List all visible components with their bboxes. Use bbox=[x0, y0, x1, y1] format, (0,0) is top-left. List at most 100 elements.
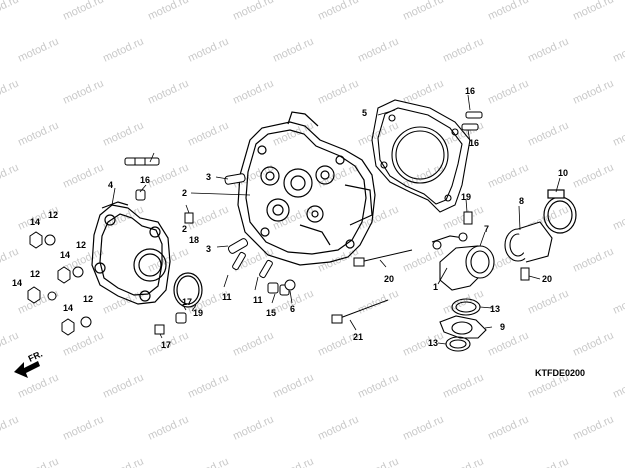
callout-14: 14 bbox=[30, 217, 40, 227]
flange-bolt bbox=[463, 211, 530, 281]
leader-lines bbox=[111, 94, 561, 345]
callout-16: 16 bbox=[469, 138, 479, 148]
watermark-text: motod.ru bbox=[571, 329, 615, 358]
watermark-text: motod.ru bbox=[486, 0, 530, 23]
watermark-text: motod.ru bbox=[611, 287, 625, 316]
o-ring bbox=[173, 272, 203, 308]
front-direction-label: FR. bbox=[27, 349, 44, 364]
callout-20: 20 bbox=[384, 274, 394, 284]
watermark-text: motod.ru bbox=[231, 77, 275, 106]
watermark-text: motod.ru bbox=[186, 371, 230, 400]
callout-1: 1 bbox=[433, 282, 438, 292]
front-direction-arrow: FR. bbox=[14, 349, 44, 378]
watermark-text: motod.ru bbox=[271, 371, 315, 400]
carburetor-insulator bbox=[431, 232, 495, 291]
watermark-text: motod.ru bbox=[401, 413, 445, 442]
callout-13: 13 bbox=[428, 338, 438, 348]
watermark-text: motod.ru bbox=[0, 329, 21, 358]
long-bolt bbox=[331, 249, 413, 324]
watermark-text: motod.ru bbox=[61, 0, 105, 23]
callout-16: 16 bbox=[465, 86, 475, 96]
watermark-text: motod.ru bbox=[146, 0, 190, 23]
watermark-text: motod.ru bbox=[61, 161, 105, 190]
stud-bolt bbox=[224, 173, 279, 294]
callout-13: 13 bbox=[490, 304, 500, 314]
watermark-text: motod.ru bbox=[441, 455, 485, 468]
callout-16: 16 bbox=[140, 175, 150, 185]
watermark-text: motod.ru bbox=[0, 245, 21, 274]
watermark-text: motod.ru bbox=[186, 35, 230, 64]
watermark-text: motod.ru bbox=[526, 119, 570, 148]
callout-12: 12 bbox=[48, 210, 58, 220]
watermark-text: motod.ru bbox=[611, 371, 625, 400]
watermark-text: motod.ru bbox=[146, 161, 190, 190]
watermark-text: motod.ru bbox=[231, 0, 275, 23]
cover-fasteners bbox=[27, 212, 296, 336]
watermark-text: motod.ru bbox=[526, 287, 570, 316]
callout-11: 11 bbox=[253, 295, 263, 305]
callout-20: 20 bbox=[542, 274, 552, 284]
watermark-text: motod.ru bbox=[186, 455, 230, 468]
watermark-text: motod.ru bbox=[486, 77, 530, 106]
watermark-text: motod.ru bbox=[0, 413, 21, 442]
watermark-text: motod.ru bbox=[101, 287, 145, 316]
watermark-text: motod.ru bbox=[271, 119, 315, 148]
watermark-text: motod.ru bbox=[146, 77, 190, 106]
watermark-text: motod.ru bbox=[0, 0, 21, 23]
callout-10: 10 bbox=[558, 168, 568, 178]
watermark-text: motod.ru bbox=[611, 203, 625, 232]
watermark-text: motod.ru bbox=[61, 77, 105, 106]
watermark-text: motod.ru bbox=[401, 77, 445, 106]
callout-8: 8 bbox=[519, 196, 524, 206]
watermark-text: motod.ru bbox=[401, 329, 445, 358]
watermark-text: motod.ru bbox=[16, 119, 60, 148]
watermark-text: motod.ru bbox=[186, 119, 230, 148]
watermark-text: motod.ru bbox=[101, 119, 145, 148]
watermark-text: motod.ru bbox=[356, 371, 400, 400]
callout-2: 2 bbox=[182, 188, 187, 198]
watermark-text: motod.ru bbox=[356, 455, 400, 468]
watermark-text: motod.ru bbox=[356, 35, 400, 64]
callout-11: 11 bbox=[222, 292, 232, 302]
callout-6: 6 bbox=[290, 304, 295, 314]
watermark-text: motod.ru bbox=[441, 371, 485, 400]
cylinder-head-side-cover bbox=[91, 201, 171, 305]
watermark-text: motod.ru bbox=[316, 413, 360, 442]
watermark-text: motod.ru bbox=[401, 0, 445, 23]
callout-12: 12 bbox=[76, 240, 86, 250]
callout-14: 14 bbox=[60, 250, 70, 260]
callout-12: 12 bbox=[30, 269, 40, 279]
callout-9: 9 bbox=[500, 322, 505, 332]
callout-18: 18 bbox=[189, 235, 199, 245]
watermark-text: motod.ru bbox=[571, 0, 615, 23]
watermark-text: motod.ru bbox=[486, 161, 530, 190]
watermark-text: motod.ru bbox=[271, 455, 315, 468]
watermark-text: motod.ru bbox=[16, 371, 60, 400]
watermark-text: motod.ru bbox=[101, 35, 145, 64]
watermark-text: motod.ru bbox=[146, 413, 190, 442]
callout-21: 21 bbox=[353, 332, 363, 342]
watermark-text: motod.ru bbox=[316, 0, 360, 23]
intake-tube bbox=[504, 221, 553, 263]
cylinder-head-gasket bbox=[371, 99, 471, 213]
callout-19: 19 bbox=[193, 308, 203, 318]
watermark-text: motod.ru bbox=[271, 35, 315, 64]
dowel-pin bbox=[135, 111, 483, 324]
watermark-text: motod.ru bbox=[611, 35, 625, 64]
callout-14: 14 bbox=[12, 278, 22, 288]
watermark-text: motod.ru bbox=[571, 245, 615, 274]
watermark-text: motod.ru bbox=[401, 245, 445, 274]
watermark-text: motod.ru bbox=[101, 455, 145, 468]
callout-3: 3 bbox=[206, 244, 211, 254]
watermark-text: motod.ru bbox=[611, 455, 625, 468]
callout-2: 2 bbox=[182, 224, 187, 234]
callout-7: 7 bbox=[484, 224, 489, 234]
watermark-text: motod.ru bbox=[571, 161, 615, 190]
watermark-text: motod.ru bbox=[16, 455, 60, 468]
callout-14: 14 bbox=[63, 303, 73, 313]
callout-12: 12 bbox=[83, 294, 93, 304]
watermark-text: motod.ru bbox=[16, 35, 60, 64]
watermark-text: motod.ru bbox=[101, 371, 145, 400]
